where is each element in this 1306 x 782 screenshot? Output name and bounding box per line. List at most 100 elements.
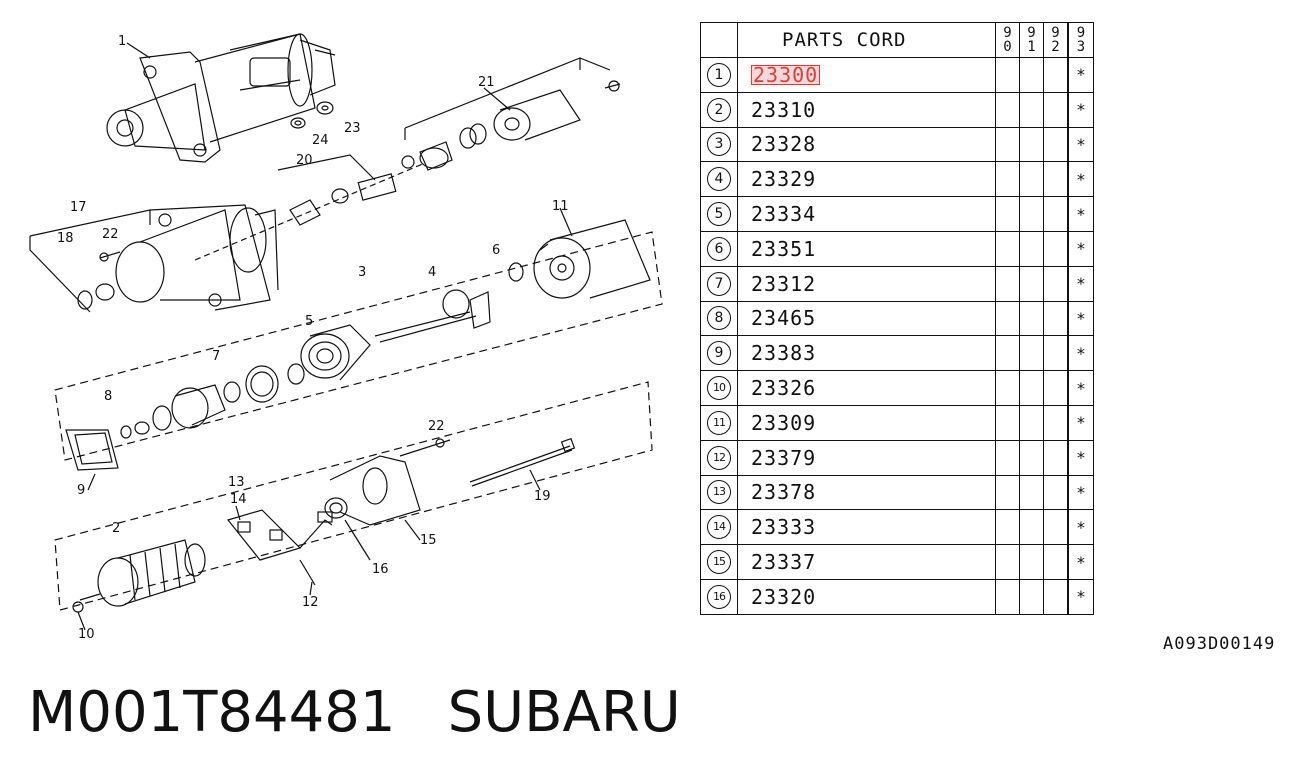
row-number: 12 [700,439,738,476]
part-code-text: 23334 [751,202,817,227]
year-mark [995,404,1020,441]
year-mark [1043,370,1069,406]
year-mark [1019,544,1044,580]
circled-number: 13 [707,480,731,505]
part-code[interactable]: 23465 [737,300,996,337]
label-8: 8 [104,389,112,404]
part-code[interactable]: 23379 [737,439,996,476]
part-code[interactable]: 23328 [737,126,996,163]
part-code[interactable]: 23383 [737,335,996,372]
year-mark [1043,474,1069,511]
part-code[interactable]: 23329 [737,161,996,198]
part-code[interactable]: 23310 [737,91,996,128]
part-code[interactable]: 23351 [737,230,996,267]
label-6: 6 [492,243,500,258]
part-code[interactable]: 23300 [737,57,996,93]
row-number: 16 [700,578,738,615]
circled-number: 11 [707,410,731,435]
year-mark [995,57,1020,93]
year-mark [1019,474,1044,511]
year-mark [1043,578,1069,615]
part-code-text: 23333 [751,515,817,540]
year-mark: * [1067,57,1094,93]
part-2-armature [79,539,206,607]
table-row[interactable]: 10 23326 * [700,370,1094,406]
part-code-text: 23383 [751,341,817,366]
label-5: 5 [305,314,313,329]
part-code[interactable]: 23333 [737,509,996,546]
year-mark: * [1067,439,1094,476]
part-code[interactable]: 23309 [737,404,996,441]
label-22-top: 22 [102,227,119,242]
year-mark [1043,300,1069,337]
part-code-text: 23309 [751,410,817,435]
label-1: 1 [118,34,126,49]
circled-number: 7 [707,271,731,296]
year-mark [995,196,1020,232]
row-number: 11 [700,404,738,441]
row-number: 8 [700,300,738,337]
row-number: 9 [700,335,738,372]
part-code[interactable]: 23337 [737,544,996,580]
year-mark [995,265,1020,302]
year-mark [995,544,1020,580]
reference-code: A093D00149 [1163,634,1276,654]
part-code-text: 23312 [751,271,817,296]
brand-name: SUBARU [447,680,681,745]
part-code[interactable]: 23320 [737,578,996,615]
year-mark [995,439,1020,476]
label-23: 23 [344,121,361,136]
year-mark: * [1067,335,1094,372]
year-mark [1019,57,1044,93]
part-number: M001T84481 [28,680,396,745]
part-11-yoke [533,219,651,299]
year-mark [1019,404,1044,441]
year-mark [1019,509,1044,546]
part-21-solenoid [401,57,621,171]
year-mark: * [1067,370,1094,406]
label-15: 15 [420,533,437,548]
year-mark: * [1067,230,1094,267]
year-mark [995,230,1020,267]
year-mark: * [1067,544,1094,580]
part-1-starter-assembly [106,33,336,163]
row-number: 15 [700,544,738,580]
circled-number: 10 [707,376,731,401]
year-mark [1043,196,1069,232]
part-code-text: 23329 [751,167,817,192]
part-code-text: 23326 [751,376,817,401]
year-mark [995,578,1020,615]
part-code[interactable]: 23334 [737,196,996,232]
year-mark: * [1067,161,1094,198]
part-code[interactable]: 23312 [737,265,996,302]
part-code[interactable]: 23326 [737,370,996,406]
label-17: 17 [70,200,87,215]
row-number: 3 [700,126,738,163]
year-mark [1043,509,1069,546]
part-code[interactable]: 23378 [737,474,996,511]
footer-title: M001T84481 SUBARU [28,680,681,745]
header-number-cell [700,22,738,58]
year-mark [1043,126,1069,163]
circled-number: 14 [707,515,731,540]
year-mark [995,370,1020,406]
year-mark [995,161,1020,198]
year-mark [1043,335,1069,372]
table-row[interactable]: 9 23383 * [700,335,1094,372]
